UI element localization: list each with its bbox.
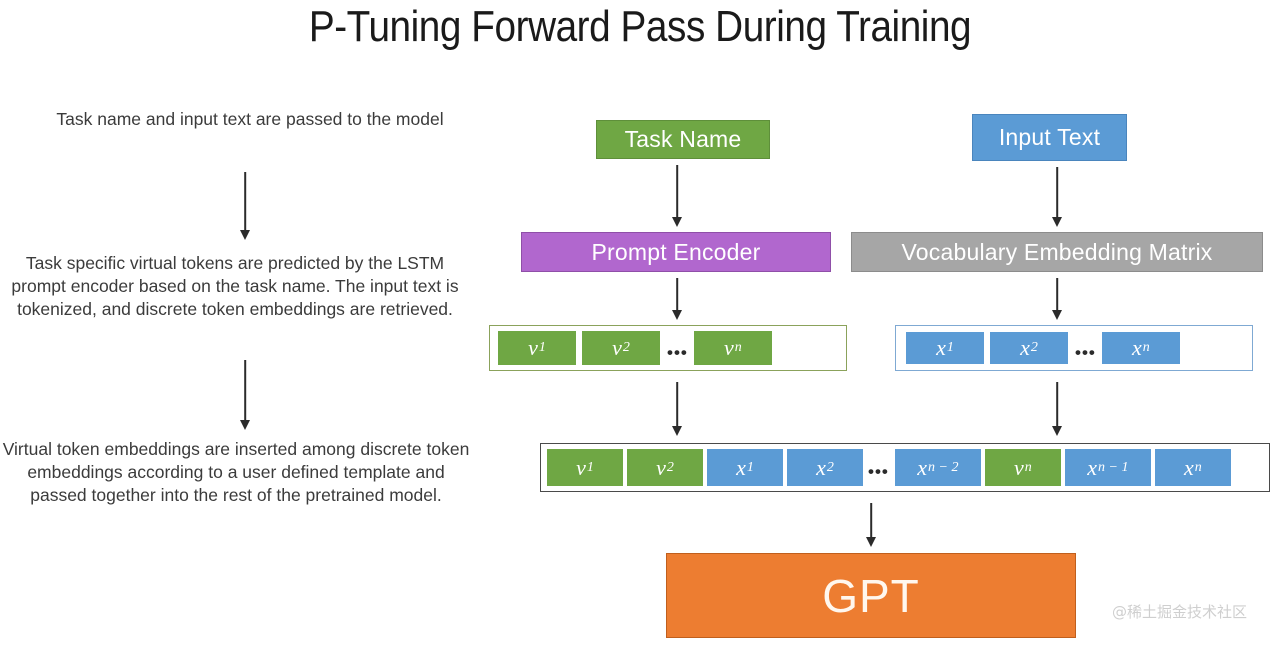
note-text-1: Task name and input text are passed to t… [56,109,444,129]
arrow-note2-to-note3 [238,360,252,430]
watermark: @稀土掘金技术社区 [1112,603,1248,621]
note-text-3: Virtual token embeddings are inserted am… [2,439,470,506]
token-ellipsis: ••• [868,462,889,481]
node-task-name[interactable]: Task Name [596,120,770,159]
node-input-text[interactable]: Input Text [972,114,1127,161]
node-vocabulary-embedding-matrix[interactable]: Vocabulary Embedding Matrix [851,232,1263,272]
arrow-input-text-to-vocab-matrix [1050,167,1064,227]
token-ellipsis: ••• [1075,342,1096,362]
node-prompt-encoder[interactable]: Prompt Encoder [521,232,831,272]
arrow-note1-to-note2 [238,172,252,240]
arrow-prompt-encoder-to-virtual-tokens [670,278,684,320]
arrow-vocab-matrix-to-discrete-tokens [1050,278,1064,320]
page-title: P-Tuning Forward Pass During Training [308,2,972,51]
note-text-2: Task specific virtual tokens are predict… [11,253,459,320]
token-ellipsis: ••• [667,342,688,362]
node-gpt[interactable]: GPT [666,553,1076,638]
arrow-discrete-tokens-to-combined [1050,382,1064,436]
arrow-combined-to-gpt [864,503,878,547]
arrow-virtual-tokens-to-combined [670,382,684,436]
arrow-task-name-to-prompt-encoder [670,165,684,227]
